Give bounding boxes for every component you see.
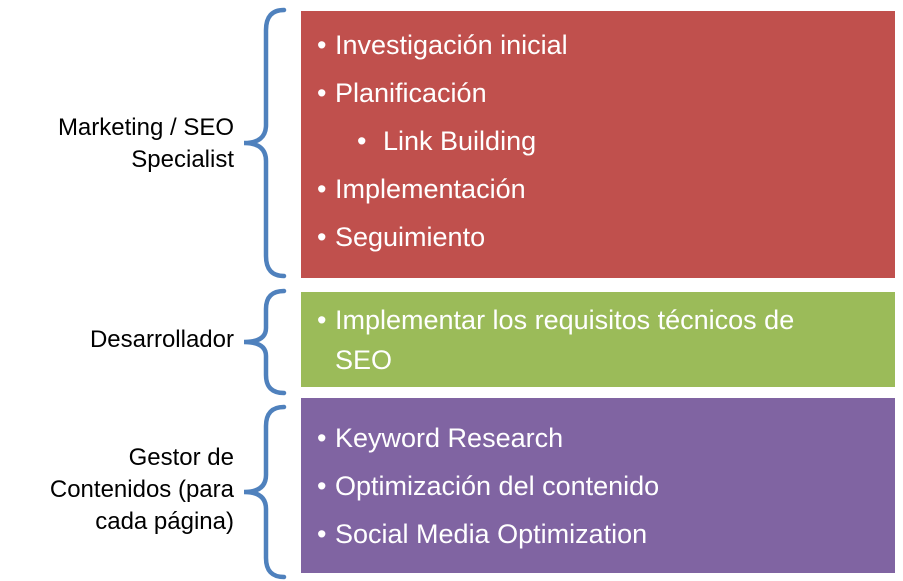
task-item: Social Media Optimization (313, 514, 885, 554)
task-list: Keyword Research Optimización del conten… (313, 418, 885, 554)
role-label-gestor-contenidos: Gestor de Contenidos (para cada página) (0, 442, 234, 538)
task-item: Seguimiento (313, 217, 885, 257)
task-box-desarrollador: Implementar los requisitos técnicos de S… (301, 292, 895, 387)
curly-brace-marketing (236, 6, 292, 280)
task-box-gestor-contenidos: Keyword Research Optimización del conten… (301, 398, 895, 573)
task-item: Planificación (313, 73, 885, 113)
task-list: Investigación inicial Planificación Link… (313, 25, 885, 257)
task-list: Implementar los requisitos técnicos de S… (313, 300, 885, 380)
role-label-line: cada página) (95, 508, 234, 535)
task-item-sub: Link Building (313, 121, 885, 161)
curly-brace-gestor (236, 403, 292, 581)
role-label-marketing-seo: Marketing / SEO Specialist (0, 112, 234, 176)
role-label-line: Contenidos (para (49, 476, 234, 503)
task-item: Optimización del contenido (313, 466, 885, 506)
role-label-line: Gestor de (128, 444, 234, 471)
role-label-line: Desarrollador (89, 326, 234, 353)
curly-brace-desarrollador (236, 287, 292, 397)
task-item: Investigación inicial (313, 25, 885, 65)
role-label-desarrollador: Desarrollador (0, 324, 234, 356)
task-item: Keyword Research (313, 418, 885, 458)
task-box-marketing-seo: Investigación inicial Planificación Link… (301, 11, 895, 278)
task-item: Implementar los requisitos técnicos de S… (313, 300, 815, 380)
role-label-line: Marketing / SEO (57, 114, 234, 141)
task-item: Implementación (313, 169, 885, 209)
role-label-line: Specialist (131, 146, 234, 173)
